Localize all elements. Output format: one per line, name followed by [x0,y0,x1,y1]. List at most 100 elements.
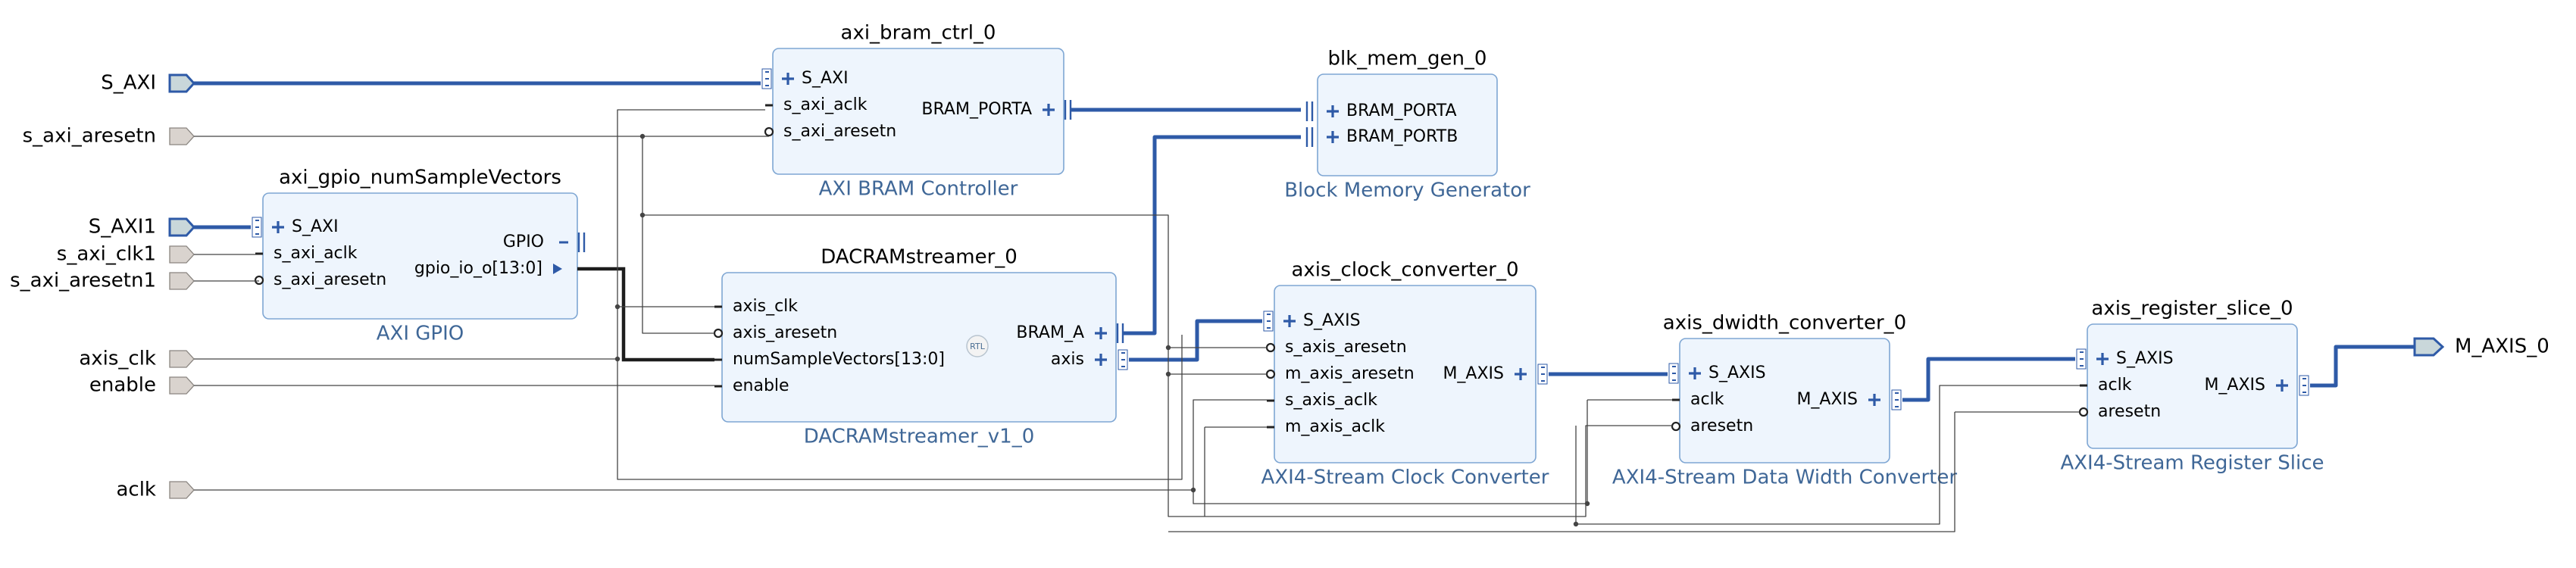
plus-icon[interactable] [782,73,794,85]
plus-icon[interactable] [2276,379,2288,392]
block-type-label: DACRAMstreamer_v1_0 [804,426,1035,448]
pin-enable[interactable]: enable [714,376,789,395]
pin-label: BRAM_PORTB [1346,127,1458,146]
net-connection[interactable] [642,214,1672,517]
pin-numsamplevectors-13-0-[interactable]: numSampleVectors[13:0] [714,350,945,369]
block-body[interactable] [721,272,1117,423]
plus-icon[interactable] [1515,368,1527,380]
bus-connection[interactable] [2310,345,2415,388]
pin-axis[interactable]: axis [1051,349,1128,370]
net-connection[interactable] [1168,412,1955,532]
rtl-badge-text: RTL [970,342,986,351]
bus-interface-icon [1537,364,1548,385]
block-body[interactable] [1317,73,1498,176]
pin-s-axi-aresetn[interactable]: s_axi_aresetn [254,270,386,289]
pin-bram-porta[interactable]: BRAM_PORTA [921,100,1072,120]
pin-aclk[interactable]: aclk [2080,376,2132,395]
pin-s-axi[interactable]: S_AXI [761,68,849,89]
net-connection[interactable] [194,399,1267,491]
port-enable[interactable]: enable [89,374,195,397]
net-connection[interactable] [1193,490,1590,504]
port-s-axi1[interactable]: S_AXI1 [89,216,196,239]
pin-label: aclk [1690,390,1724,409]
port-aclk[interactable]: aclk [116,479,195,501]
block-body[interactable] [772,48,1064,175]
bus-connection[interactable] [1124,135,1301,335]
pin-m-axis-aresetn[interactable]: m_axis_aresetn [1265,364,1415,383]
pin-s-axis[interactable]: S_AXIS [1668,363,1766,384]
plus-icon[interactable] [1043,104,1055,116]
plus-icon[interactable] [1095,327,1107,339]
bus-interface-icon [2299,375,2309,396]
block-instance-name: axis_clock_converter_0 [1291,259,1518,282]
pin-bram-porta[interactable]: BRAM_PORTA [1305,101,1457,121]
plus-icon[interactable] [1283,315,1296,327]
net-junction [1584,501,1590,507]
pin-s-axi-aclk[interactable]: s_axi_aclk [765,95,868,114]
block-type-label: AXI BRAM Controller [819,178,1018,201]
port-s-axi-aresetn[interactable]: s_axi_aresetn [23,125,195,148]
pin-gpio-io-o-13-0-[interactable]: gpio_io_o[13:0] [414,259,562,278]
port-s-axi-clk1[interactable]: s_axi_clk1 [57,243,195,266]
pin-m-axis[interactable]: M_AXIS [2204,375,2309,396]
pin-s-axi-aclk[interactable]: s_axi_aclk [255,244,358,263]
pin-label: s_axi_aclk [274,244,358,263]
pin-m-axis[interactable]: M_AXIS [1443,364,1548,385]
pin-m-axis-aclk[interactable]: m_axis_aclk [1267,417,1385,436]
pin-s-axis[interactable]: S_AXIS [2076,348,2174,370]
plus-icon[interactable] [1868,394,1880,406]
pin-axis-clk[interactable]: axis_clk [714,297,798,316]
plus-icon[interactable] [1689,367,1701,379]
block-dacram[interactable]: DACRAMstreamer_0DACRAMstreamer_v1_0axis_… [713,246,1128,448]
plus-icon[interactable] [2096,353,2109,365]
port-axis-clk[interactable]: axis_clk [79,348,195,370]
net-junction [639,133,646,139]
pin-aresetn[interactable]: aresetn [2078,402,2161,421]
pin-s-axi[interactable]: S_AXI [252,217,339,238]
net-connection[interactable] [194,109,765,360]
plus-icon[interactable] [1327,105,1339,117]
net-connection[interactable] [617,335,1183,480]
pin-s-axi-aresetn[interactable]: s_axi_aresetn [764,122,896,141]
pin-m-axis[interactable]: M_AXIS [1796,389,1902,410]
pin-gpio[interactable]: GPIO [503,233,586,252]
plus-icon[interactable] [1095,354,1107,366]
pin-label: aresetn [1690,417,1753,435]
pin-label: m_axis_aclk [1285,417,1385,436]
pin-bram-portb[interactable]: BRAM_PORTB [1305,127,1458,147]
pin-s-axis[interactable]: S_AXIS [1263,311,1361,332]
inverted-input-icon [1671,421,1681,432]
numsamplevectors-connection[interactable] [577,267,714,362]
pin-label: s_axis_aresetn [1285,338,1407,357]
pin-label: s_axis_aclk [1285,391,1377,410]
inverted-input-icon [764,126,774,137]
bus-connection[interactable] [1902,357,2075,402]
pin-s-axis-aclk[interactable]: s_axis_aclk [1267,391,1377,410]
pin-bram-a[interactable]: BRAM_A [1016,323,1124,343]
bus-connection[interactable] [1129,319,1262,362]
plus-icon[interactable] [1327,131,1339,143]
net-connection[interactable] [642,136,714,334]
port-s-axi-aresetn1-label: s_axi_aresetn1 [10,270,156,292]
pin-label: S_AXIS [1708,364,1766,382]
block-body[interactable] [262,192,578,320]
net-connection[interactable] [1575,385,2080,525]
pin-s-axis-aresetn[interactable]: s_axis_aresetn [1265,338,1407,357]
plus-icon[interactable] [272,221,284,233]
pin-label: m_axis_aresetn [1285,364,1415,383]
pin-aresetn[interactable]: aresetn [1671,417,1753,435]
pin-label: M_AXIS [1796,390,1858,409]
pin-axis-aresetn[interactable]: axis_aresetn [713,323,837,342]
port-s-axi-aresetn1[interactable]: s_axi_aresetn1 [10,270,195,292]
pin-aclk[interactable]: aclk [1672,390,1724,409]
port-m-axis-0[interactable]: M_AXIS_0 [2413,335,2549,358]
port-s-axi[interactable]: S_AXI [101,72,196,95]
